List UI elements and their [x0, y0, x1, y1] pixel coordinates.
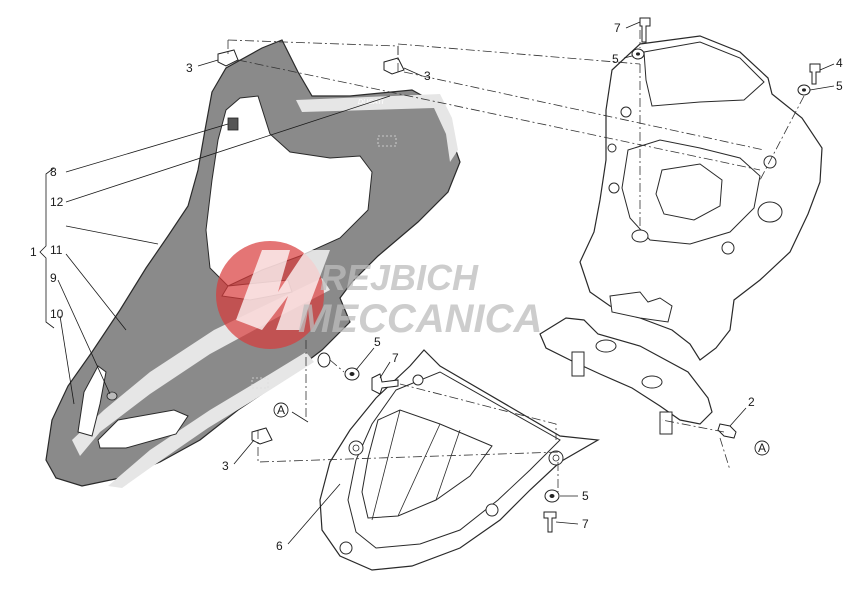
callout-9: 9: [50, 271, 57, 285]
clip-3-bottom: [251, 427, 273, 445]
callout-7-bottom: 7: [582, 517, 589, 531]
callout-7-mid: 7: [392, 351, 399, 365]
under-tray: [319, 349, 600, 571]
callout-10: 10: [50, 307, 64, 321]
callout-12: 12: [50, 195, 64, 209]
callout-8: 8: [50, 165, 57, 179]
callout-5-right: 5: [836, 79, 843, 93]
leader-lines: [39, 21, 835, 545]
instrument-bracket: [579, 35, 823, 361]
clip-3-top-mid: [383, 57, 405, 75]
callout-labels: 1 8 12 11 9 10 3 3 3 7 5 4 5 5 7 6 5 7 2: [30, 21, 843, 553]
callout-4: 4: [836, 56, 843, 70]
callout-5-top: 5: [612, 52, 619, 66]
callout-3-top-mid: 3: [424, 69, 431, 83]
screw-4: [809, 63, 821, 85]
assembly-lines: [227, 30, 805, 492]
clip-3-top-left: [217, 49, 239, 67]
reference-letter-left: A: [277, 403, 285, 417]
callout-7-top: 7: [614, 21, 621, 35]
mounting-bar: [539, 317, 713, 435]
callout-3-top-left: 3: [186, 61, 193, 75]
reference-letter-right: A: [758, 441, 766, 455]
reference-circle-left: [273, 402, 289, 418]
callout-11: 11: [50, 243, 63, 257]
watermark: REJBICH MECCANICA: [216, 241, 542, 349]
callout-2: 2: [748, 395, 755, 409]
reference-circle-right: [754, 440, 770, 456]
callout-5-bottom: 5: [582, 489, 589, 503]
watermark-line2: MECCANICA: [298, 297, 542, 341]
grommet: [317, 352, 331, 368]
reference-marks: A A: [273, 402, 770, 456]
screw-7-bottom: [543, 511, 557, 533]
callout-1: 1: [30, 245, 37, 259]
callout-5-mid: 5: [374, 335, 381, 349]
callout-3-bottom: 3: [222, 459, 229, 473]
screw-7-top: [639, 17, 651, 43]
watermark-line1: REJBICH: [320, 257, 479, 298]
callout-6: 6: [276, 539, 283, 553]
